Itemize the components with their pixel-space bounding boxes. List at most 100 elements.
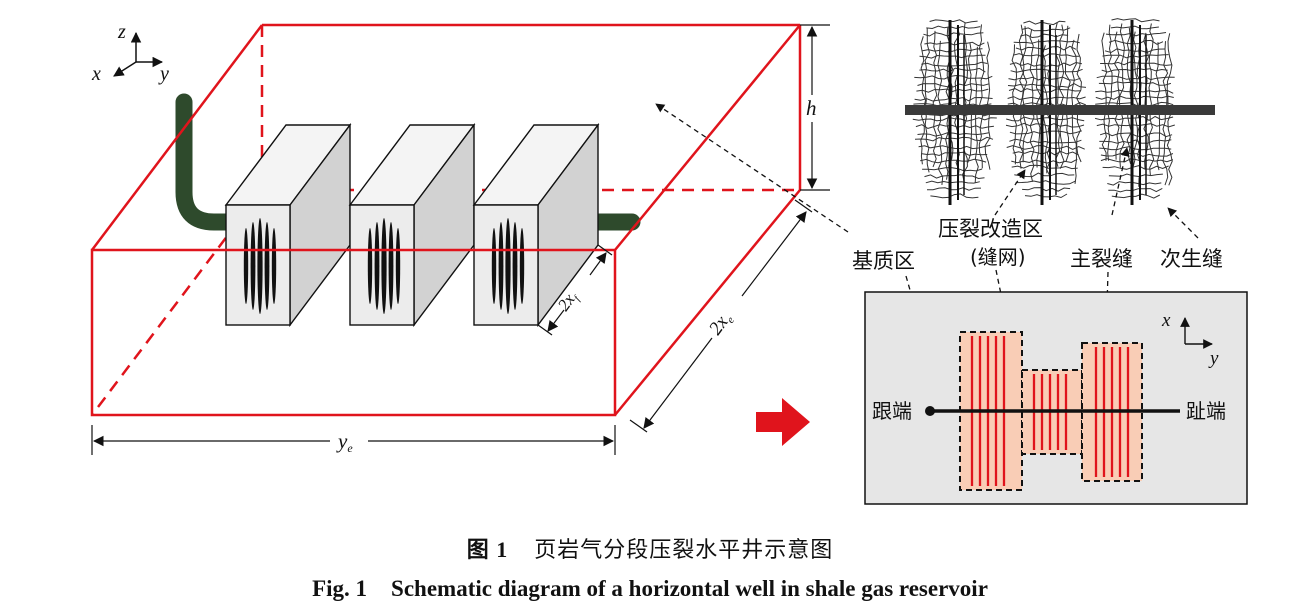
network-wire (919, 54, 986, 59)
network-wire (1019, 33, 1069, 39)
network-wire (1006, 144, 1085, 150)
network-wire (1007, 83, 1087, 88)
network-wire (1110, 25, 1159, 30)
network-wire (1111, 18, 1160, 23)
network-wire (954, 26, 961, 179)
network-wire (1022, 187, 1071, 192)
network-wire (1015, 180, 1076, 185)
network-wire (978, 24, 985, 169)
dim-2xe-label: 2xe (705, 308, 737, 340)
network-wire (922, 167, 983, 172)
network-wire (1107, 181, 1162, 186)
network-wire (1011, 158, 1078, 164)
network-wire (1009, 138, 1082, 144)
network-wire (918, 144, 991, 150)
caption-cn-text: 页岩气分段压裂水平井示意图 (534, 538, 834, 563)
network-wire (1132, 31, 1139, 168)
network-wire (921, 61, 988, 67)
axis-y-label: y (158, 63, 169, 85)
network-wire (1107, 24, 1113, 161)
caption-en-text: Schematic diagram of a horizontal well i… (391, 576, 988, 601)
horizontal-well (175, 93, 641, 231)
network-wire (914, 96, 993, 102)
dimension-2xe: 2xe (629, 199, 813, 433)
main-fracture-label: 主裂缝 (1070, 247, 1133, 271)
stimulated-zone-label: 压裂改造区 (938, 217, 1043, 241)
network-wire (1007, 96, 1086, 101)
plan-view: x y 跟端 趾端 (864, 291, 1248, 505)
network-wire (1148, 23, 1155, 176)
network-wire (914, 74, 993, 80)
network-wire (1095, 95, 1174, 100)
network-wire (1100, 152, 1174, 157)
network-wire (1013, 40, 1080, 44)
network-wire (917, 132, 990, 137)
secondary-fracture-label: 次生缝 (1160, 247, 1223, 271)
network-wire (1101, 32, 1108, 161)
network-wire (924, 174, 985, 180)
network-wire (923, 32, 984, 37)
fracture-network-sketch (905, 18, 1215, 205)
heel-label: 跟端 (872, 399, 912, 423)
network-wire (926, 187, 982, 191)
network-wire (1006, 116, 1085, 122)
network-wire (1099, 139, 1172, 144)
network-wire (1108, 173, 1163, 178)
network-wire (919, 158, 987, 164)
fracture-block (472, 122, 600, 328)
network-wire (1118, 23, 1125, 168)
matrix-zone-label: 基质区 (852, 249, 915, 273)
network-wire (1096, 123, 1175, 128)
fracture-blocks (224, 122, 600, 328)
network-wire (1064, 25, 1071, 162)
dim-ye-label: ye (336, 429, 353, 455)
network-wire (1108, 187, 1163, 193)
network-wire (967, 42, 973, 163)
network-wire (1058, 24, 1065, 169)
network-wire (1008, 88, 1082, 93)
axis-x-label: x (91, 63, 101, 85)
network-wire (1022, 26, 1028, 163)
network-wire (919, 67, 986, 73)
network-wire (925, 180, 980, 184)
network-wire (962, 22, 969, 183)
axis-triad-3d: z x y (91, 21, 169, 85)
network-wire (1100, 158, 1174, 163)
network-wire (1094, 115, 1174, 121)
network-wire (921, 151, 988, 157)
network-wire (912, 116, 997, 122)
caption-cn-number: 图 1 (466, 537, 509, 562)
network-wire (917, 83, 990, 88)
reservoir-box-edges (90, 23, 802, 417)
heel-point (925, 406, 935, 416)
network-wire (1008, 76, 1081, 81)
fracture-network-label: (缝网) (970, 245, 1026, 269)
network-wire (922, 48, 983, 53)
network-wire (932, 30, 938, 168)
network-wire (1102, 54, 1169, 59)
caption-chinese: 图 1 页岩气分段压裂水平井示意图 (0, 532, 1300, 564)
dimension-h: h (800, 24, 830, 191)
network-wire (1009, 61, 1083, 67)
network-wire (1014, 172, 1075, 178)
dim-h-label: h (806, 96, 817, 120)
network-wire (1011, 44, 1018, 165)
network-wire (930, 193, 979, 199)
fracture-block (348, 122, 476, 328)
network-wire (1111, 193, 1161, 199)
plan-axis-y-label: y (1208, 348, 1219, 369)
network-wire (1105, 32, 1167, 37)
transition-arrow-icon (756, 398, 810, 446)
plan-axis-triad: x y (1161, 310, 1219, 369)
network-wire (1113, 31, 1120, 160)
toe-label: 趾端 (1186, 399, 1226, 423)
network-wire (1076, 33, 1082, 163)
network-wire (926, 25, 981, 30)
plan-axis-x-label: x (1161, 310, 1171, 331)
network-wire (929, 19, 978, 24)
dimension-ye: ye (91, 425, 616, 455)
axis-z-label: z (117, 21, 126, 43)
network-wire (1096, 75, 1175, 81)
